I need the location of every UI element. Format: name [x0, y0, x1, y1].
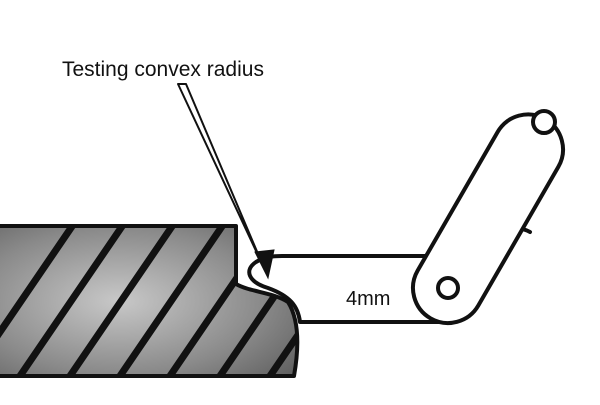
pivot-rivet-lower	[436, 276, 460, 300]
pivot-rivet-upper	[531, 109, 557, 135]
hatch-lines	[0, 226, 298, 376]
workpiece	[0, 224, 300, 378]
gauge-arm	[411, 112, 565, 326]
callout-arrow	[177, 83, 275, 280]
callout-label: Testing convex radius	[62, 58, 264, 81]
gauge-size-label: 4mm	[346, 288, 391, 310]
